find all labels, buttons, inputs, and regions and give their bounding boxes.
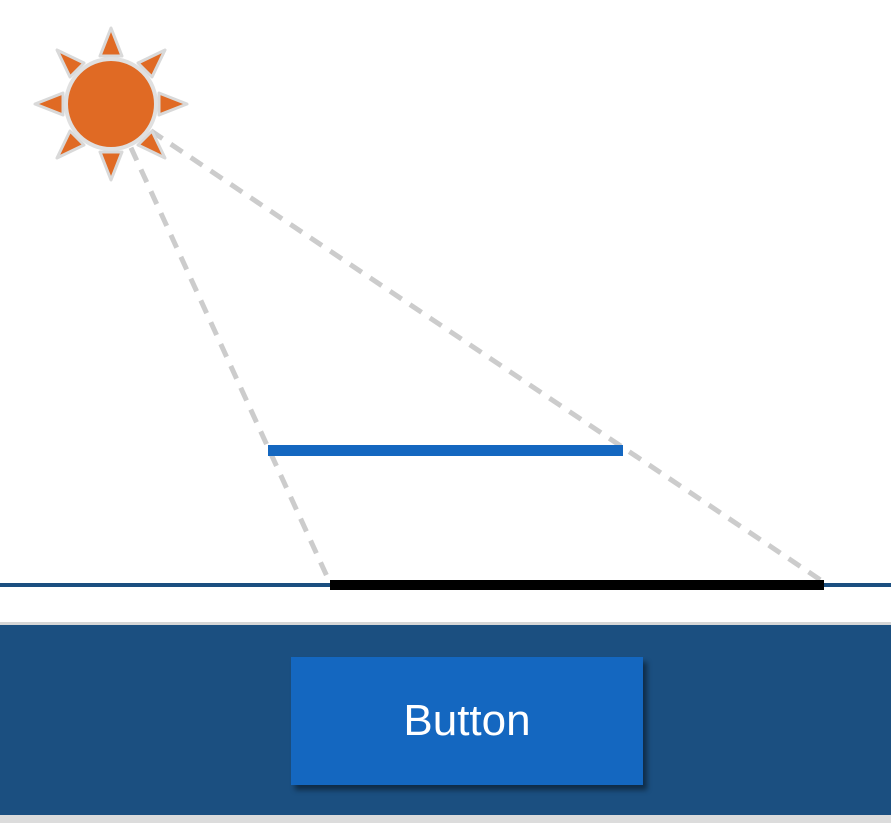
light-ray-left [108, 102, 333, 585]
shadow-diagram [0, 26, 891, 590]
divider [0, 622, 891, 625]
bottom-strip [0, 815, 891, 823]
obstacle-bar [268, 445, 623, 456]
shadow-bar [330, 580, 824, 590]
light-ray-right [109, 101, 827, 586]
button-panel: Button [0, 625, 891, 815]
action-button[interactable]: Button [291, 657, 643, 785]
sun-icon [33, 26, 189, 182]
